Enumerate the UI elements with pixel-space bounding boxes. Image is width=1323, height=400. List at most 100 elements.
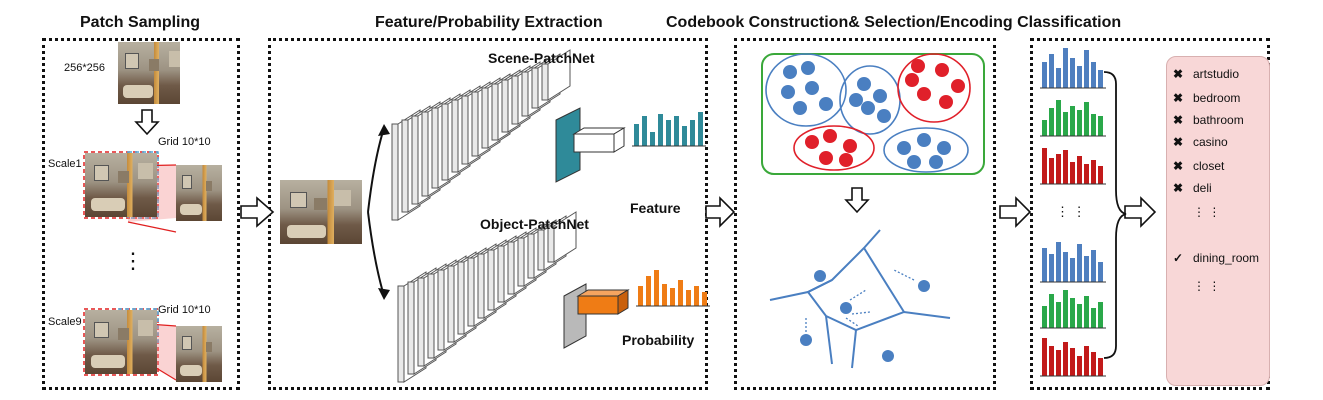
hist-bar <box>1098 166 1103 184</box>
cnn-layer-edge <box>431 107 439 189</box>
object-patchnet-label: Object-PatchNet <box>480 216 589 232</box>
hist-bar <box>1091 250 1096 282</box>
cnn-layer-edge <box>531 67 539 109</box>
curly-brace <box>1103 71 1127 359</box>
panel-patch-sampling <box>42 38 240 390</box>
grid-label-top: Grid 10*10 <box>158 136 211 148</box>
cnn-layer-edge <box>451 99 459 173</box>
encoded-histogram <box>1040 290 1106 329</box>
object-prob-vector <box>577 295 619 315</box>
hist-bar <box>1084 256 1089 282</box>
hist-bar <box>1056 242 1061 282</box>
hist-bar <box>1070 58 1075 88</box>
right-arrow-icon <box>240 196 275 228</box>
class-item: ✖artstudio <box>1173 67 1239 81</box>
feature-label: Feature <box>630 200 681 216</box>
hist-bar <box>1063 48 1068 88</box>
hist-bar <box>690 120 695 146</box>
scale-ellipsis: ⋮ <box>122 248 144 273</box>
cluster-point <box>781 85 795 99</box>
cnn-layer-edge <box>481 87 489 149</box>
scene-output-cube <box>555 107 581 183</box>
probability-label: Probability <box>622 332 695 348</box>
cluster-point <box>905 73 919 87</box>
hist-bar <box>1098 358 1103 376</box>
cnn-layer-edge <box>401 119 409 213</box>
cluster-point <box>873 89 887 103</box>
encoded-histogram <box>1040 48 1106 89</box>
hist-bar <box>682 126 687 146</box>
hist-bar <box>1084 346 1089 376</box>
hist-bar <box>1049 346 1054 376</box>
cnn-layer-edge <box>397 285 405 383</box>
cluster-point <box>917 87 931 101</box>
cluster-point <box>939 95 953 109</box>
hist-bar <box>1063 112 1068 136</box>
panel-codebook <box>734 38 996 390</box>
cluster-point <box>801 61 815 75</box>
cnn-layer-edge <box>391 123 399 221</box>
cnn-layer-edge <box>487 249 495 311</box>
cnn-layer-edge <box>511 75 519 125</box>
hist-bar <box>1077 244 1082 282</box>
hist-bar <box>1091 160 1096 184</box>
class-label: deli <box>1193 181 1212 195</box>
hist-bar <box>1042 62 1047 88</box>
cluster-point <box>839 153 853 167</box>
cnn-layer-edge <box>471 91 479 157</box>
cluster-point <box>951 79 965 93</box>
class-label: dining_room <box>1193 251 1260 265</box>
scale9-label: Scale9 <box>48 316 82 328</box>
voronoi-point <box>800 334 812 346</box>
cluster-point <box>877 109 891 123</box>
cnn-layer-edge <box>517 237 525 287</box>
hist-bar <box>1042 306 1047 328</box>
scale9-patch <box>176 326 222 382</box>
cluster-ellipse <box>793 125 875 171</box>
class-item: ✖bathroom <box>1173 113 1244 127</box>
hist-bar <box>1084 164 1089 184</box>
hist-bar <box>1098 116 1103 136</box>
hist-bar <box>1070 298 1075 328</box>
hist-bar <box>1063 290 1068 328</box>
cnn-layer-edge <box>477 253 485 319</box>
hist-bar <box>1049 108 1054 136</box>
hist-bar <box>1042 120 1047 136</box>
scene-patchnet-label: Scene-PatchNet <box>488 50 595 66</box>
hist-bar <box>1063 342 1068 376</box>
cnn-layer-edge <box>411 115 419 205</box>
hist-bar <box>1070 258 1075 282</box>
scale1-label: Scale1 <box>48 158 82 170</box>
object-patchnet-layers <box>397 211 577 383</box>
scale1-patch <box>176 165 222 221</box>
hist-bar <box>1084 296 1089 328</box>
cluster-point <box>805 81 819 95</box>
cluster-point <box>805 135 819 149</box>
cluster-point <box>935 63 949 77</box>
voronoi-point <box>840 302 852 314</box>
feature-histogram <box>632 112 706 147</box>
hist-bar <box>674 116 679 146</box>
cnn-layer-edge <box>497 245 505 303</box>
cross-icon: ✖ <box>1173 67 1184 81</box>
hist-bar <box>1042 248 1047 282</box>
cluster-point <box>917 133 931 147</box>
stage-title-extraction: Feature/Probability Extraction <box>375 14 603 31</box>
input-image <box>118 42 180 104</box>
class-label: ⋮ ⋮ <box>1193 205 1221 219</box>
cluster-point <box>783 65 797 79</box>
voronoi-point <box>882 350 894 362</box>
stage-title-codebook: Codebook Construction& Selection/Encodin… <box>666 14 1122 31</box>
hist-bar <box>670 288 675 306</box>
hist-bar <box>1056 350 1061 376</box>
hist-bar <box>1056 302 1061 328</box>
hist-bar <box>1098 302 1103 328</box>
cnn-layer-edge <box>507 241 515 295</box>
hist-bar <box>650 132 655 146</box>
hist-bar <box>646 276 651 306</box>
hist-bar <box>1084 50 1089 88</box>
hist-bar <box>1077 304 1082 328</box>
encoded-histogram <box>1040 338 1106 377</box>
cnn-layer-edge <box>501 79 509 133</box>
check-icon: ✓ <box>1173 251 1184 265</box>
